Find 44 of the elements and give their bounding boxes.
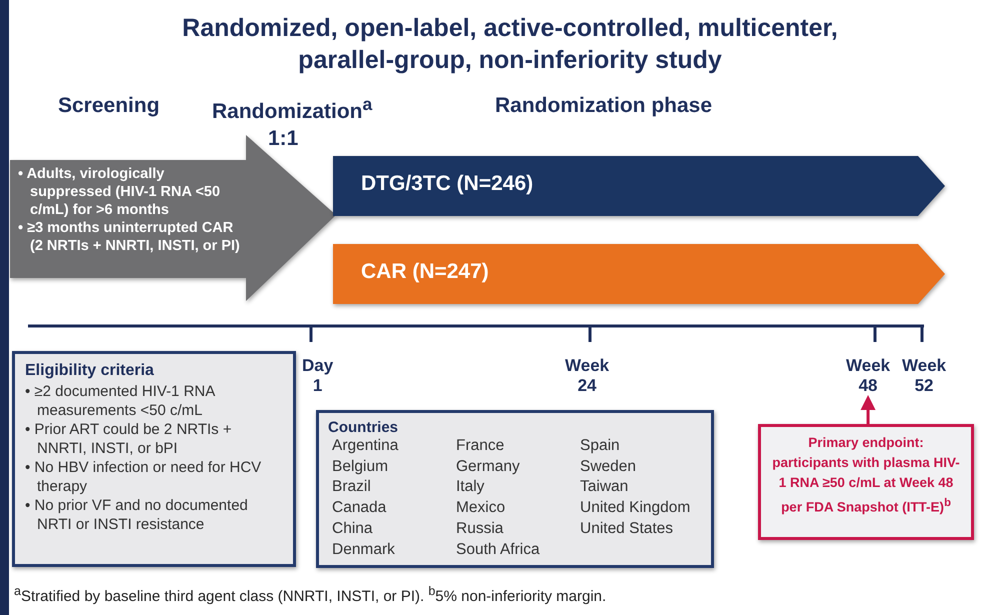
timepoint-label: Week 52 <box>902 356 946 396</box>
bullet-text: • Adults, virologically suppressed (HIV-1 RNA <50 c/mL) for >6 months <box>18 165 222 219</box>
bullet-text: • Prior ART could be 2 NRTIs + NNRTI, INSTI, or bPI <box>25 420 233 458</box>
bullet-text: • No HBV infection or need for HCV therapy <box>25 458 262 496</box>
country-name: Spain <box>580 436 620 456</box>
countries-panel <box>316 410 714 568</box>
arm-label: DTG/3TC (N=246) <box>361 172 534 196</box>
panel-heading: Eligibility criteria <box>25 362 155 380</box>
country-name: Canada <box>332 498 386 518</box>
bullet-text: • No prior VF and no documented NRTI or INSTI resistance <box>25 496 249 534</box>
country-name: Sweden <box>580 456 636 477</box>
endpoint-callout <box>758 424 974 540</box>
footnote-text: $^{a}$Stratified by baseline third agent class (NNRTI, INSTI, or PI). $^{b}$5% non-inferiority margin. <box>14 584 608 605</box>
country-name: United Kingdom <box>580 498 690 518</box>
country-name: Brazil <box>332 477 371 498</box>
phase-heading: Screening <box>58 94 160 118</box>
bullet-text: • ≥3 months uninterrupted CAR (2 NRTIs + NNRTI, INSTI, or PI) <box>18 219 240 255</box>
country-name: Mexico <box>456 498 506 518</box>
title-text: Randomized, open-label, active-controlled, multicenter, parallel-group, non-inferiority study <box>181 13 839 76</box>
arrow <box>860 395 876 424</box>
arm-label: CAR (N=247) <box>361 260 489 284</box>
country-name: Argentina <box>332 436 398 456</box>
criteria-panel <box>12 351 296 567</box>
phase-heading: Randomization phase <box>495 94 712 118</box>
country-name: Russia <box>456 518 504 539</box>
country-name: Italy <box>456 477 484 498</box>
bullet-text: • ≥2 documented HIV-1 RNA measurements <50 c/mL <box>25 382 216 420</box>
country-name: China <box>332 518 372 539</box>
ratio-label: 1:1 <box>268 127 298 151</box>
country-name: Belgium <box>332 456 388 477</box>
country-name: France <box>456 436 504 456</box>
timepoint-label: Week 48 <box>846 356 890 396</box>
timepoint-label: Week 24 <box>565 356 610 396</box>
country-name: Germany <box>456 456 520 477</box>
timepoint-label: Day 1 <box>302 356 334 396</box>
country-name: Denmark <box>332 540 395 560</box>
endpoint-text: Primary endpoint: participants with plasma HIV-1 RNA ≥50 c/mL at Week 48 per FDA Snapshot (ITT-E)$^{b}$ <box>771 434 961 516</box>
phase-heading: Randomization$^{a}$ <box>212 94 372 124</box>
country-name: United States <box>580 518 674 539</box>
country-name: South Africa <box>456 540 540 560</box>
panel-heading: Countries <box>328 419 400 436</box>
treatment-arm-band <box>333 156 945 216</box>
treatment-arm-band <box>333 244 945 304</box>
country-name: Taiwan <box>580 477 628 498</box>
